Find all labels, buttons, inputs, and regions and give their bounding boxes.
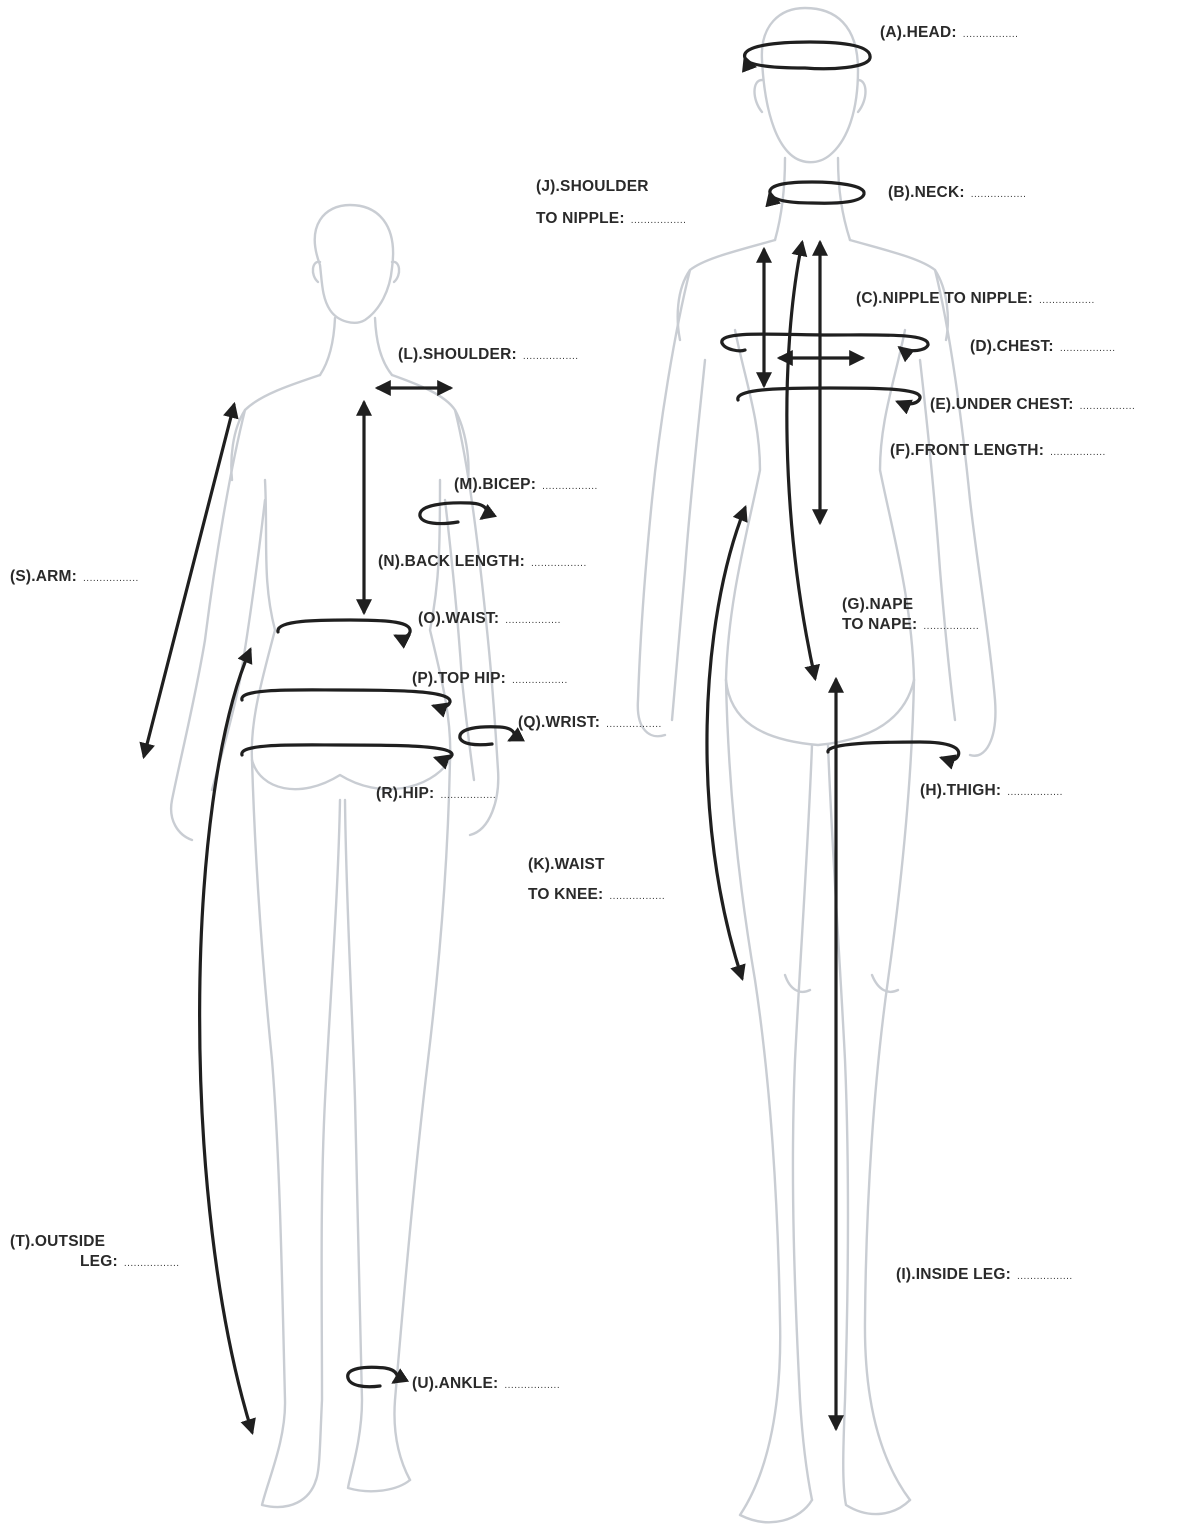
waist-to-knee-arrow bbox=[707, 508, 745, 978]
nape-to-nape-arrow bbox=[787, 243, 815, 678]
label-head: (A).HEAD:................. bbox=[880, 24, 1018, 44]
outside-leg-input-line[interactable]: ................. bbox=[124, 1258, 180, 1269]
waist-measure-ring bbox=[278, 620, 410, 637]
nape-to-nape-input-line[interactable]: ................. bbox=[923, 621, 979, 632]
thigh-measure-ring bbox=[828, 742, 959, 760]
back-measurement-marks bbox=[144, 388, 514, 1432]
label-chest: (D).CHEST:................. bbox=[970, 338, 1116, 358]
label-thigh: (H).THIGH:................. bbox=[920, 782, 1063, 802]
arm-input-line[interactable]: ................. bbox=[83, 573, 139, 584]
bicep-measure-ring bbox=[420, 503, 487, 518]
nipple-to-nipple-input-line[interactable]: ................. bbox=[1039, 295, 1095, 306]
label-waist-to-knee: (K).WAIST TO KNEE:................. bbox=[528, 856, 665, 906]
outside-leg-arrow bbox=[200, 650, 252, 1432]
label-nape-to-nape: (G).NAPE TO NAPE:................. bbox=[842, 596, 979, 636]
label-waist: (O).WAIST:................. bbox=[418, 610, 561, 630]
top-hip-measure-ring bbox=[242, 690, 450, 707]
label-neck: (B).NECK:................. bbox=[888, 184, 1026, 204]
inside-leg-input-line[interactable]: ................. bbox=[1017, 1271, 1073, 1282]
arm-length-arrow bbox=[144, 405, 234, 756]
ankle-input-line[interactable]: ................. bbox=[504, 1380, 560, 1391]
shoulder-to-nipple-input-line[interactable]: ................. bbox=[631, 215, 687, 226]
top-hip-input-line[interactable]: ................. bbox=[512, 675, 568, 686]
front-figure-silhouette bbox=[638, 8, 996, 1522]
wrist-input-line[interactable]: ................. bbox=[606, 719, 662, 730]
head-measure-ring bbox=[745, 42, 871, 69]
label-ankle: (U).ANKLE:................. bbox=[412, 1375, 560, 1395]
label-inside-leg: (I).INSIDE LEG:................. bbox=[896, 1266, 1073, 1286]
label-back-length: (N).BACK LENGTH:................. bbox=[378, 553, 587, 573]
label-nipple-to-nipple: (C).NIPPLE TO NIPPLE:................. bbox=[856, 290, 1095, 310]
label-shoulder: (L).SHOULDER:................. bbox=[398, 346, 579, 366]
back-length-input-line[interactable]: ................. bbox=[531, 558, 587, 569]
label-shoulder-to-nipple: (J).SHOULDER TO NIPPLE:................. bbox=[536, 178, 686, 230]
front-length-input-line[interactable]: ................. bbox=[1050, 447, 1106, 458]
label-bicep: (M).BICEP:................. bbox=[454, 476, 598, 496]
head-input-line[interactable]: ................. bbox=[963, 29, 1019, 40]
chest-measure-ring bbox=[722, 334, 928, 351]
chest-input-line[interactable]: ................. bbox=[1060, 343, 1116, 354]
bicep-input-line[interactable]: ................. bbox=[542, 481, 598, 492]
label-wrist: (Q).WRIST:................. bbox=[518, 714, 662, 734]
label-outside-leg: (T).OUTSIDE LEG:................. bbox=[10, 1233, 180, 1273]
label-front-length: (F).FRONT LENGTH:................. bbox=[890, 442, 1106, 462]
waist-to-knee-input-line[interactable]: ................. bbox=[609, 891, 665, 902]
hip-input-line[interactable]: ................. bbox=[440, 790, 496, 801]
label-top-hip: (P).TOP HIP:................. bbox=[412, 670, 568, 690]
label-arm: (S).ARM:................. bbox=[10, 568, 139, 588]
neck-input-line[interactable]: ................. bbox=[971, 189, 1027, 200]
waist-input-line[interactable]: ................. bbox=[505, 615, 561, 626]
ankle-measure-ring bbox=[348, 1367, 398, 1382]
front-measurement-marks bbox=[707, 42, 959, 1428]
hip-measure-ring bbox=[242, 745, 452, 759]
under-chest-input-line[interactable]: ................. bbox=[1080, 401, 1136, 412]
label-hip: (R).HIP:................. bbox=[376, 785, 496, 805]
thigh-input-line[interactable]: ................. bbox=[1007, 787, 1063, 798]
label-under-chest: (E).UNDER CHEST:................. bbox=[930, 396, 1135, 416]
back-figure-silhouette bbox=[171, 205, 498, 1507]
shoulder-input-line[interactable]: ................. bbox=[523, 351, 579, 362]
under-chest-measure-ring bbox=[738, 388, 920, 404]
